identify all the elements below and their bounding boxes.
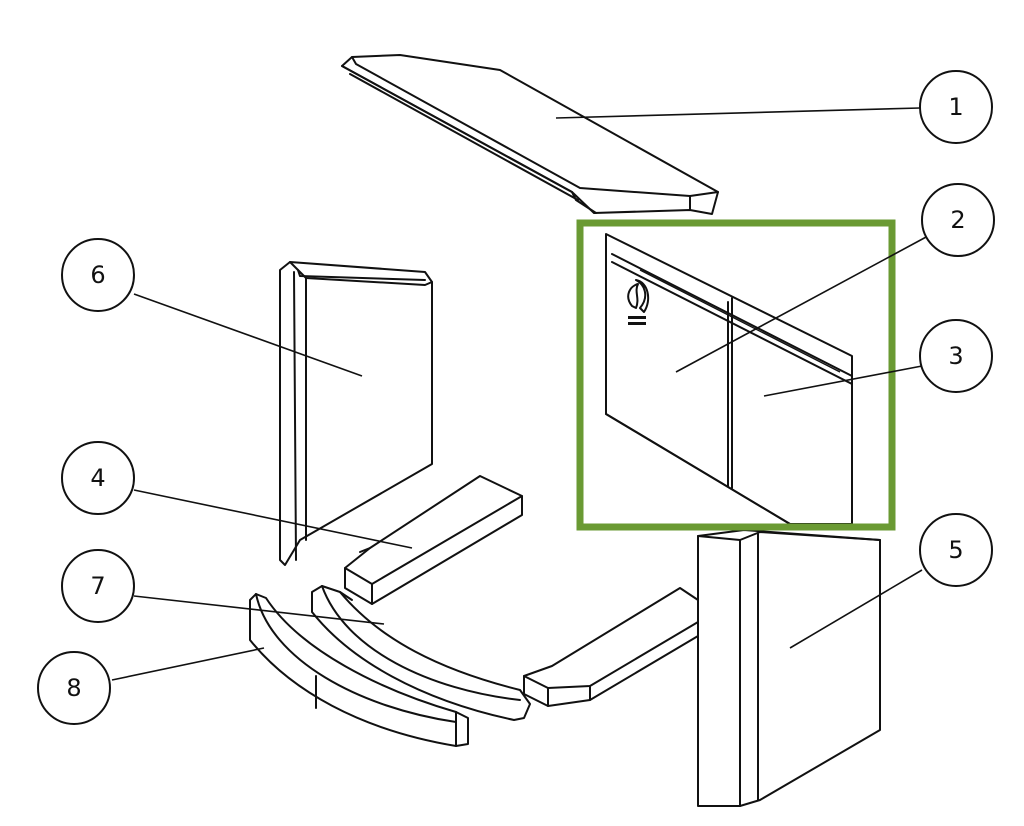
leader-2 xyxy=(675,235,929,373)
part-7-curved-bar xyxy=(311,585,531,721)
highlight-box xyxy=(576,219,896,531)
part-4-block xyxy=(344,475,523,605)
leader-6 xyxy=(133,293,363,377)
flame-logo-icon xyxy=(627,279,650,325)
part-6-left-panel xyxy=(279,261,433,566)
callout-5-label: 5 xyxy=(948,536,963,564)
leader-3 xyxy=(763,365,923,397)
part-8-curved-bar xyxy=(249,593,469,747)
callout-6: 6 xyxy=(61,238,135,312)
callout-3: 3 xyxy=(919,319,993,393)
leader-1 xyxy=(555,107,921,119)
leader-7 xyxy=(133,595,385,625)
callout-2-label: 2 xyxy=(950,206,965,234)
leader-4 xyxy=(133,489,413,549)
callout-2: 2 xyxy=(921,183,995,257)
leader-8 xyxy=(111,647,265,681)
callout-4: 4 xyxy=(61,441,135,515)
front-right-block xyxy=(523,587,699,707)
callout-6-label: 6 xyxy=(90,261,105,289)
leader-lines xyxy=(111,107,929,681)
callout-7-label: 7 xyxy=(90,572,105,600)
callout-4-label: 4 xyxy=(90,464,105,492)
callout-1: 1 xyxy=(919,70,993,144)
part-2-3-back-panels xyxy=(605,233,853,525)
part-5-right-panel xyxy=(697,529,881,807)
callout-3-label: 3 xyxy=(948,342,963,370)
part-1-top-plate xyxy=(341,54,719,215)
callout-1-label: 1 xyxy=(948,93,963,121)
leader-5 xyxy=(789,569,923,649)
callout-8-label: 8 xyxy=(66,674,81,702)
callout-8: 8 xyxy=(37,651,111,725)
callout-7: 7 xyxy=(61,549,135,623)
callout-5: 5 xyxy=(919,513,993,587)
